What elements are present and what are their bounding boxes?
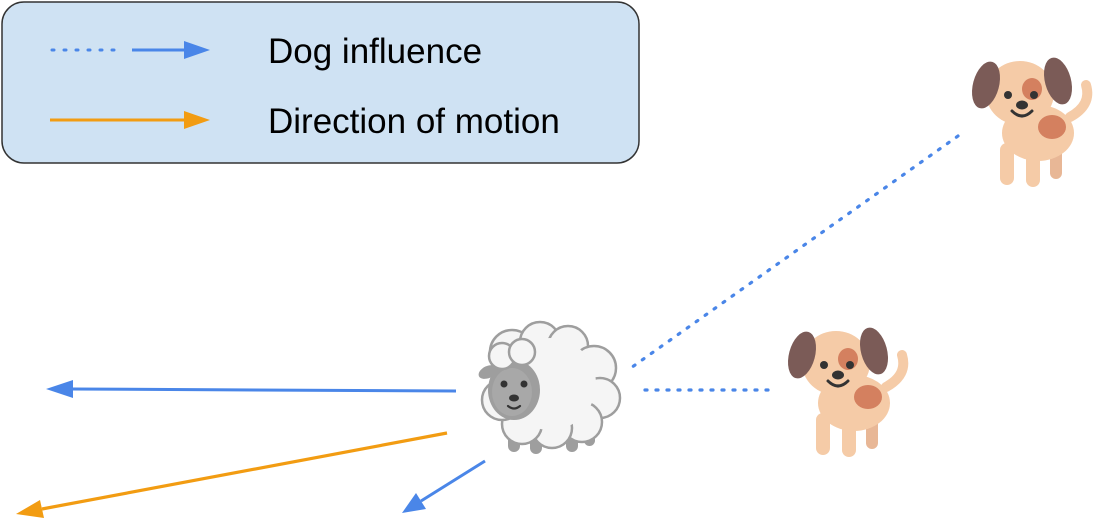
influence-arrow-down-left	[402, 459, 486, 513]
legend-item-direction-of-motion: Direction of motion	[50, 102, 560, 141]
motion-arrow	[16, 431, 448, 518]
legend: Dog influence Direction of motion	[1, 1, 640, 164]
legend-label-dog-influence: Dog influence	[268, 32, 482, 71]
influence-dotted-line-upper-dog	[626, 134, 960, 372]
legend-influence-arrowhead	[184, 41, 210, 59]
influence-arrow-left	[46, 380, 457, 398]
sheep-icon	[478, 320, 622, 454]
legend-label-direction-of-motion: Direction of motion	[268, 102, 560, 141]
dog-icon	[971, 57, 1093, 187]
dog-icon	[787, 327, 909, 457]
legend-motion-arrowhead	[184, 111, 210, 129]
legend-box	[1, 1, 640, 164]
legend-item-dog-influence: Dog influence	[50, 32, 482, 71]
